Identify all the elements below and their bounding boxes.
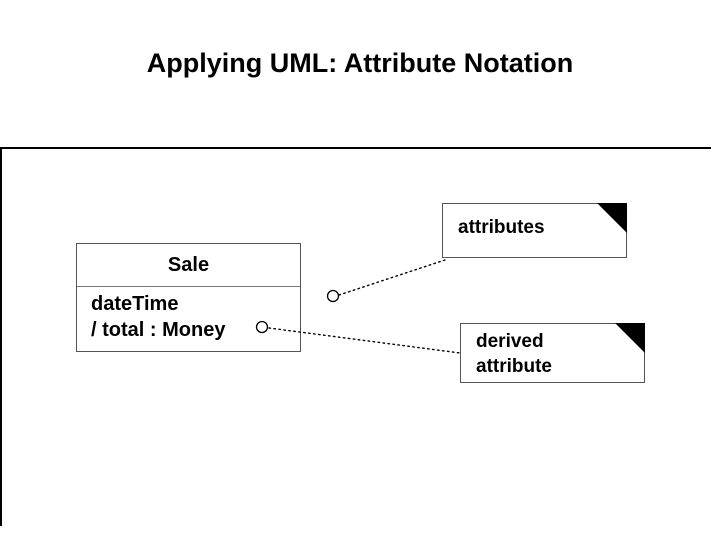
uml-class-name: Sale [77,244,300,287]
uml-attribute-datetime: dateTime [91,293,179,315]
note-text: derived attribute [476,331,552,377]
attributes-connector-line [338,259,446,296]
note-fold-corner-icon [615,323,645,353]
note-body [460,323,645,383]
uml-class-attribute-compartment: dateTime / total : Money [77,287,300,343]
note-text: attributes [458,217,545,238]
uml-note-derived-attribute[interactable]: derived attribute [460,323,645,383]
uml-diagram: Sale dateTime / total : Money attributes… [0,148,720,540]
attributes-anchor-circle [326,289,340,303]
uml-note-attributes[interactable]: attributes [442,203,627,258]
page-title: Applying UML: Attribute Notation [146,48,574,78]
left-border-rule [0,147,2,526]
uml-class-box-sale[interactable]: Sale dateTime / total : Money [76,243,301,352]
header-divider [0,147,711,149]
note-body [442,203,627,258]
note-fold-corner-icon [597,203,627,233]
uml-attribute-derived-total: / total : Money [91,319,226,341]
